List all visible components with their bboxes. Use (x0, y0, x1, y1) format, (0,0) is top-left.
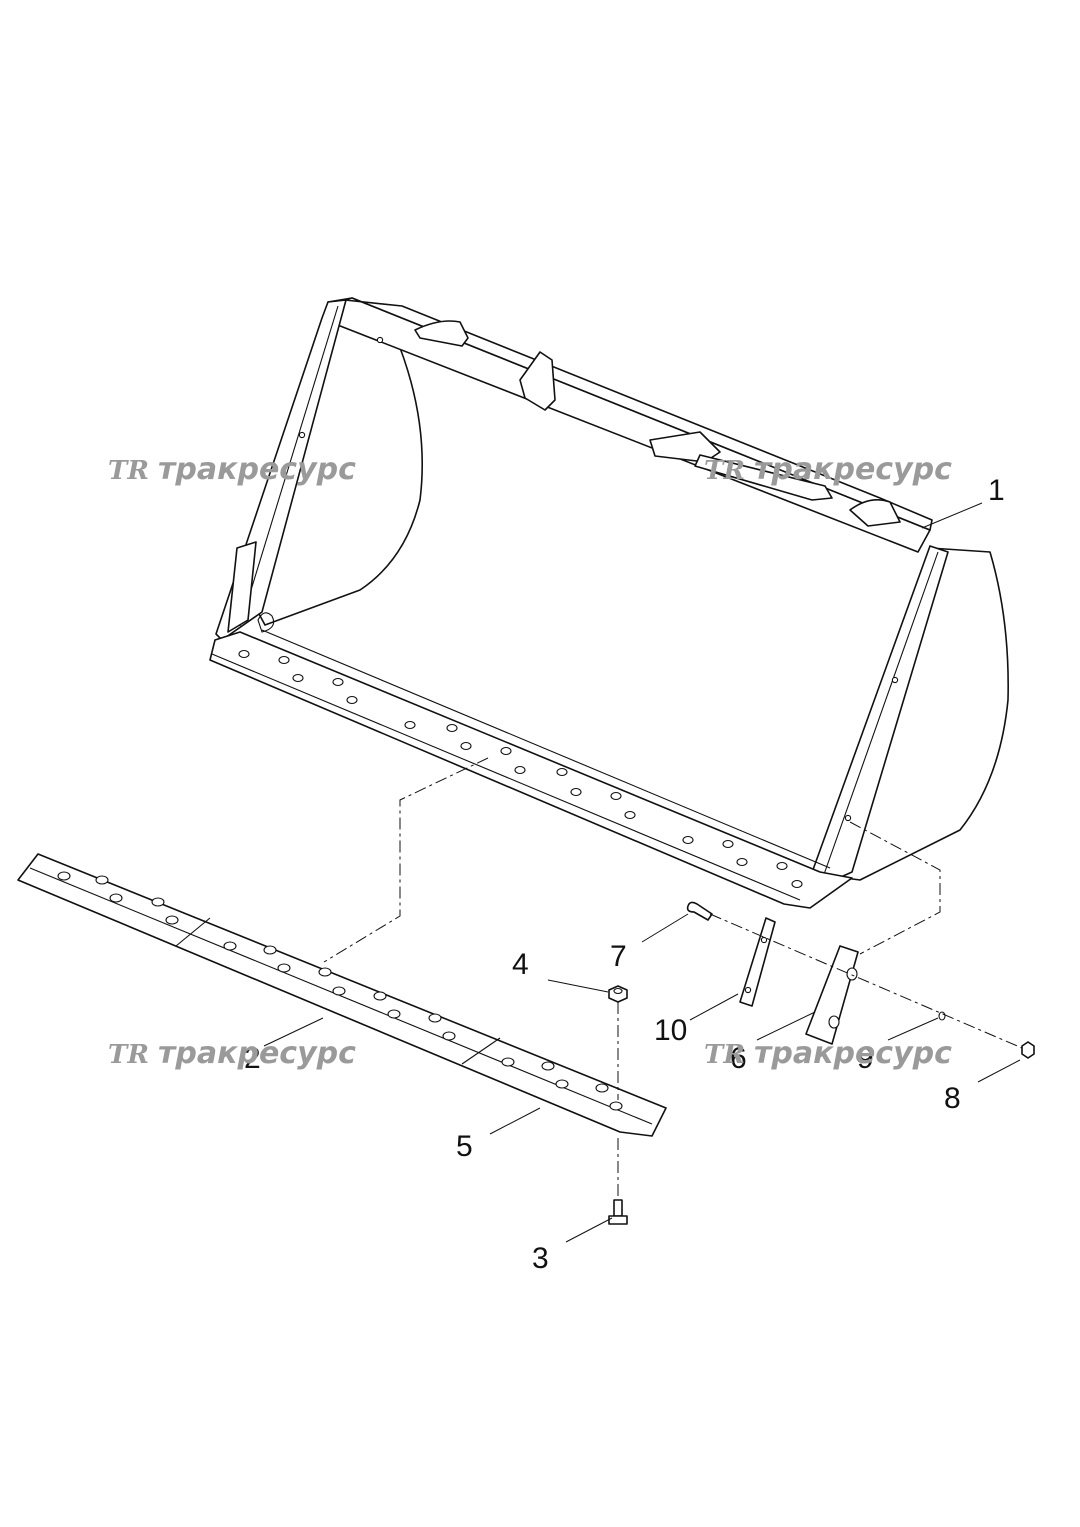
callout-4: 4 (512, 948, 529, 981)
watermark-bottom-right: TR тракресурс (704, 1036, 952, 1071)
bolt-part-7 (686, 901, 713, 921)
callout-5: 5 (456, 1130, 473, 1163)
watermark-top-left: TR тракресурс (108, 452, 356, 487)
nut-part-8 (1021, 1041, 1035, 1059)
callout-3: 3 (532, 1242, 549, 1275)
bolt-part-3 (608, 1199, 628, 1225)
watermark-text: тракресурс (754, 452, 952, 487)
callout-10: 10 (654, 1014, 687, 1047)
washer-part-9 (938, 1011, 946, 1021)
watermark-logo: TR (108, 456, 149, 486)
watermark-top-right: TR тракресурс (704, 452, 952, 487)
leader-lines (263, 502, 1021, 1243)
watermark-bottom-left: TR тракресурс (108, 1036, 356, 1071)
watermark-logo: TR (704, 456, 745, 486)
watermark-logo: TR (704, 1040, 745, 1070)
cutting-edge-segments (17, 853, 667, 1137)
callout-8: 8 (944, 1082, 961, 1115)
callout-numbers: 1 2 3 4 5 6 7 8 9 10 (244, 474, 1005, 1275)
edge-bolt-holes (238, 649, 803, 889)
callout-9: 9 (857, 1042, 874, 1075)
wear-plate-part-10 (739, 917, 776, 1007)
watermark-logo: TR (108, 1040, 149, 1070)
watermark-text: тракресурс (158, 1036, 356, 1071)
cutting-edge-holes (57, 871, 623, 1111)
watermark-text: тракресурс (158, 452, 356, 487)
callout-2: 2 (244, 1042, 261, 1075)
callout-7: 7 (610, 940, 627, 973)
loader-bucket (209, 297, 1009, 909)
watermark-text: тракресурс (754, 1036, 952, 1071)
callout-6: 6 (730, 1042, 747, 1075)
assembly-lines (323, 757, 1023, 1198)
side-plate-part-6 (805, 945, 859, 1045)
callout-1: 1 (988, 474, 1005, 507)
nut-part-4 (608, 985, 628, 1003)
